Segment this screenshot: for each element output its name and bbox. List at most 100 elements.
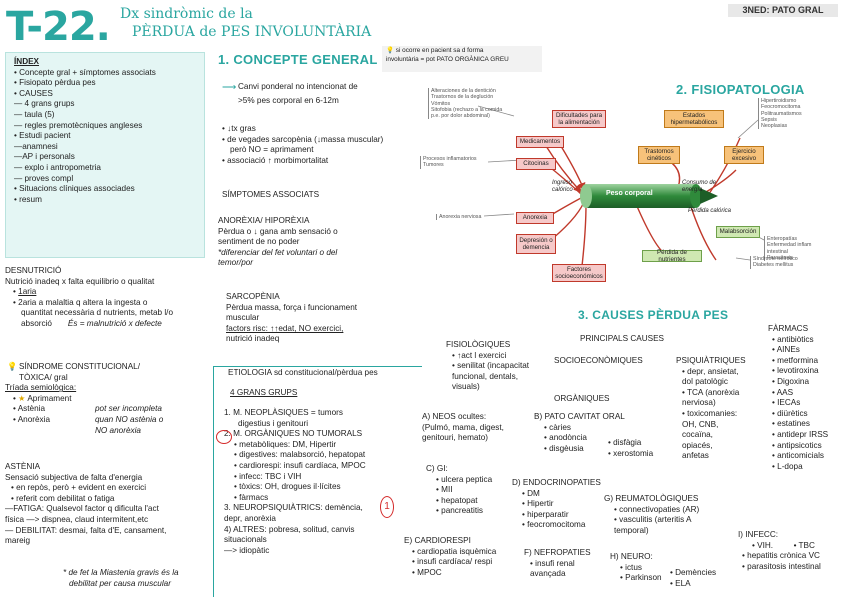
farm-item: • antibiòtics — [772, 334, 814, 344]
sarcopenia-l3: factors risc: ↑↑edat, NO exercici, — [226, 324, 406, 335]
diagram-note-line: Feocromocitoma — [761, 104, 801, 111]
cause-c-item: • MII — [436, 485, 453, 495]
concepte-aside: 💡 si ocorre en pacient sa d forma involu… — [382, 46, 542, 72]
etiologia-g2-item: • cardiorespi: insufi cardíaca, MPOC — [234, 460, 366, 470]
cause-b-item: • xerostomia — [608, 448, 654, 458]
concepte-aside-2: involuntària = pot PATO ORGÀNICA GREU — [386, 55, 509, 63]
peso-corporal-label: Peso corporal — [606, 190, 653, 197]
cause-h-list2: • Demències• ELA — [670, 568, 716, 589]
cause-a: A) NEOS ocultes: (Pulmó, mama, digest, g… — [422, 412, 504, 444]
infecc-title: I) INFECC: — [738, 530, 779, 539]
diagram-note-line: Sepsis — [761, 116, 777, 123]
page-title-line1: Dx sindròmic de la — [120, 6, 253, 22]
concepte-b2b: però NO = aprimament — [230, 145, 314, 155]
farm-item: • diürètics — [772, 408, 808, 418]
fisio-item: • senilitat (incapacitat — [452, 361, 530, 371]
diagram-note-line: Vómitos — [431, 100, 451, 107]
cause-g: G) REUMATOLÒGIQUES • connectivopaties (A… — [604, 494, 699, 536]
diagram-note-line: Tumores — [423, 162, 444, 169]
index-item: — explo i antropometria — [14, 162, 101, 172]
fisio-title: FISIOLÒGIQUES — [446, 340, 511, 349]
cause-b-list: • càries• anodòncia• disgèusia — [534, 423, 625, 455]
cause-b-item: • disfàgia — [608, 438, 642, 447]
concepte-b1-text: ↓tx gras — [227, 124, 256, 133]
index-item: • Estudi pacient — [14, 131, 71, 141]
causes-title: 3. CAUSES PÈRDUA PES — [578, 308, 729, 322]
node-citocinas: Citocinas — [516, 158, 556, 170]
anorexia-l1: Pèrdua o ↓ gana amb sensació o — [218, 226, 338, 236]
diagram-note-line: intestinal — [767, 248, 788, 255]
index-item: • Fisiopato pèrdua pes — [14, 78, 96, 88]
cause-h-item: • Parkinson — [620, 573, 662, 583]
cause-d-item: • feocromocitoma — [522, 520, 586, 530]
node-medicamentos: Medicamentos — [516, 136, 564, 148]
desnutricio-b2c: absorció És = malnutrició x defecte — [5, 319, 210, 330]
diagram-note-line: Enteropatías — [767, 236, 798, 242]
etiologia-g4: 4) ALTRES: pobresa, solitud, canvis — [224, 524, 355, 534]
concepte-l2: >5% pes corporal en 6-12m — [238, 96, 339, 105]
psiq-title: PSIQUIÀTRIQUES — [676, 356, 746, 365]
cause-b-title: B) PATO CAVITAT ORAL — [534, 412, 625, 421]
farm-item: • IECAs — [772, 398, 801, 408]
lightbulb-icon: 💡 — [7, 362, 18, 371]
farm-item: • antidepr IRSS — [772, 429, 829, 439]
sindrome-section: 💡 SÍNDROME CONSTITUCIONAL/ TÒXICA/ gral … — [5, 362, 210, 435]
desnutricio-b2: • 2aria a malaltia q altera la ingesta o — [13, 297, 148, 307]
node-depresion: Depresión o demencia — [516, 234, 556, 254]
cause-c-item: • hepatopat — [436, 495, 478, 505]
infecc-l3: • parasitosis intestinal — [742, 561, 821, 571]
etiologia-g2-item: • digestives: malabsorció, hepatopat — [234, 450, 366, 460]
etiologia-box — [213, 366, 422, 597]
cause-d-item: • hiperparatir — [522, 509, 569, 519]
diagram-note-line: Síndrome nefrótico — [753, 256, 798, 262]
etiologia-g3: 3. NEUROPSIQUIÀTRICS: demència, — [224, 503, 363, 513]
concepte-l1: Canvi ponderal no intencionat de — [238, 82, 358, 91]
cause-g-item: temporal) — [614, 525, 649, 535]
diagram-note-line: Parasitosis — [767, 254, 793, 261]
etiologia-g2-item: • infecc: TBC i VIH — [234, 471, 302, 481]
cause-h-item: • ELA — [670, 578, 691, 588]
anorexia-title: ANORÈXIA/ HIPORÈXIA — [218, 216, 310, 225]
concepte-bullets: • ↓tx gras • de vegades sarcopènia (↓mas… — [222, 124, 422, 166]
etiologia-title: ETIOLOGIA sd constitucional/pèrdua pes — [228, 368, 378, 377]
sindrome-note-1: pot ser incompleta — [95, 404, 162, 413]
note-anor: Anorexia nerviosa — [436, 214, 481, 221]
concepte-b2-text: de vegades sarcopènia (↓massa muscular) — [227, 134, 384, 144]
index-item: • resum — [14, 194, 42, 204]
concepte-b3-text: associació ↑ morbimortalitat — [227, 155, 329, 165]
psiq-block: PSIQUIÀTRIQUES • depr, ansietat,dol pato… — [676, 356, 766, 462]
fisio-list: • ↑act l exercici• senilitat (incapacita… — [446, 351, 566, 393]
cause-b-item: • anodòncia — [544, 433, 587, 443]
anorexia-l3: *diferenciar del fet voluntari o del — [218, 247, 338, 257]
psiq-item: anfetas — [682, 451, 709, 461]
etiologia-g4b: situacionals — [224, 535, 267, 545]
etiologia-g1b: digestius i genitouri — [238, 418, 309, 428]
sindrome-item-1-text: Astènia — [17, 404, 46, 414]
diagram-note-line: Enfermedad inflam — [767, 242, 812, 249]
index-list: • Concepte gral + símptomes associats• F… — [14, 68, 196, 206]
etiologia-list: 1. M. NEOPLÀSIQUES = tumors digestius i … — [224, 408, 420, 556]
farm-block: FÀRMACS • antibiòtics• AINEs• metformina… — [768, 324, 848, 472]
diagram-note-line: Politraumatismos — [761, 110, 802, 117]
diagram-note-line: Hipertiroidismo — [761, 98, 797, 104]
fisio-item: • ↑act l exercici — [452, 350, 507, 360]
astenia-l1: Sensació subjectiva de falta d'energia — [5, 472, 143, 482]
desnutricio-b2d-text: És = malnutrició x defecte — [67, 318, 162, 328]
sympt-title: SÍMPTOMES ASSOCIATS — [222, 190, 320, 199]
sarcopenia-title: SARCOPÈNIA — [226, 292, 280, 301]
cause-c-title: C) GI: — [426, 464, 448, 473]
sindrome-triada: Tríada semiològica: — [5, 383, 77, 393]
psiq-item: cocaïna, — [682, 430, 713, 440]
cause-c-item: • ulcera peptica — [436, 474, 493, 484]
cause-a-title: A) NEOS ocultes: — [422, 412, 487, 421]
anorexia-block: ANORÈXIA/ HIPORÈXIA Pèrdua o ↓ gana amb … — [218, 216, 418, 269]
cause-e-title: E) CARDIORESPI — [404, 536, 471, 545]
consumo-label: Consumo de energía — [682, 180, 717, 193]
etiologia-g2-item: • metabòliques: DM, Hipertir — [234, 439, 337, 449]
astenia-l2: • en repòs, però + evident en exercici — [11, 483, 147, 493]
infecc-l1: • VIH. • TBC — [738, 541, 848, 552]
sindrome-title2: TÒXICA/ gral — [19, 372, 68, 382]
